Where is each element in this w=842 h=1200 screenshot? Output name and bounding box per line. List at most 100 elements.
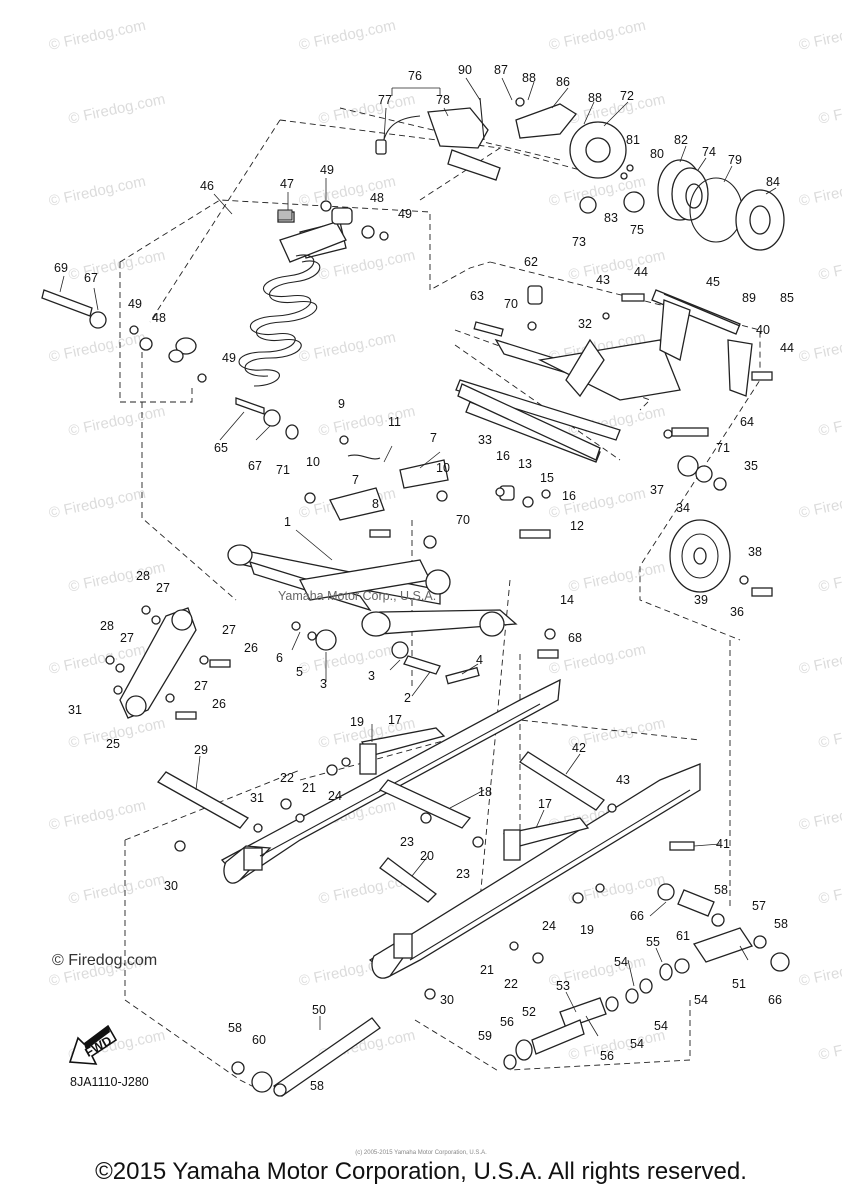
part-label: 42 — [572, 741, 586, 755]
part-label: 74 — [702, 145, 716, 159]
part-label: 5 — [296, 665, 303, 679]
part-label: 88 — [588, 91, 602, 105]
watermark-text: © Firedog.com — [67, 91, 167, 128]
part-label: 16 — [562, 489, 576, 503]
part-label: 30 — [164, 879, 178, 893]
tiny-credit: (c) 2005-2015 Yamaha Motor Corporation, … — [355, 1150, 487, 1156]
gear-housing-assembly — [375, 97, 785, 251]
front-arm-assembly — [227, 435, 559, 685]
part-label: 89 — [742, 291, 756, 305]
part-label: 3 — [320, 677, 327, 691]
part-label: 27 — [156, 581, 170, 595]
watermark-text: © Firedog.com — [567, 91, 667, 128]
part-label: 9 — [338, 397, 345, 411]
watermark-text: © Firedog.com — [817, 403, 842, 440]
part-label: 87 — [494, 63, 508, 77]
part-label: 56 — [600, 1049, 614, 1063]
part-label: 15 — [540, 471, 554, 485]
part-label: 59 — [478, 1029, 492, 1043]
part-label: 8 — [372, 497, 379, 511]
part-label: 27 — [120, 631, 134, 645]
part-label: 55 — [646, 935, 660, 949]
part-label: 44 — [634, 265, 648, 279]
slide-rail-assembly — [220, 678, 701, 979]
part-label: 37 — [650, 483, 664, 497]
part-label: 48 — [152, 311, 166, 325]
part-label: 67 — [248, 459, 262, 473]
part-label: 19 — [350, 715, 364, 729]
part-label: 36 — [730, 605, 744, 619]
part-label: 33 — [478, 433, 492, 447]
watermark-text: © Firedog.com — [317, 403, 417, 440]
diagram-code: 8JA1110-J280 — [70, 1075, 149, 1089]
part-label: 13 — [518, 457, 532, 471]
part-label: 38 — [748, 545, 762, 559]
part-label: 48 — [370, 191, 384, 205]
watermark-text: © Firedog.com — [797, 485, 842, 522]
watermark-text: © Firedog.com — [67, 247, 167, 284]
part-label: 4 — [476, 653, 483, 667]
part-label: 23 — [456, 867, 470, 881]
part-label: 16 — [496, 449, 510, 463]
part-label: 19 — [580, 923, 594, 937]
part-label: 1 — [284, 515, 291, 529]
part-label: 28 — [136, 569, 150, 583]
part-label: 73 — [572, 235, 586, 249]
part-label: 50 — [312, 1003, 326, 1017]
part-label: 43 — [596, 273, 610, 287]
part-label: 51 — [732, 977, 746, 991]
watermark-text: © Firedog.com — [797, 17, 842, 54]
watermark-text: © Firedog.com — [67, 871, 167, 908]
part-label: 23 — [400, 835, 414, 849]
watermark-text: © Firedog.com — [47, 641, 147, 678]
part-label: 28 — [100, 619, 114, 633]
part-label: 83 — [604, 211, 618, 225]
part-label: 10 — [306, 455, 320, 469]
part-number-labels: 76 77 78 90 87 88 86 88 72 81 82 80 74 7… — [54, 63, 794, 1093]
fwd-arrow-icon: FWD — [68, 1024, 118, 1065]
part-label: 65 — [214, 441, 228, 455]
part-label: 54 — [654, 1019, 668, 1033]
part-label: 52 — [522, 1005, 536, 1019]
watermark-text: © Firedog.com — [567, 247, 667, 284]
part-label: 58 — [714, 883, 728, 897]
part-label: 84 — [766, 175, 780, 189]
part-label: 7 — [352, 473, 359, 487]
part-label: 32 — [578, 317, 592, 331]
part-label: 61 — [676, 929, 690, 943]
part-label: 17 — [538, 797, 552, 811]
part-label: 7 — [430, 431, 437, 445]
part-label: 10 — [436, 461, 450, 475]
watermark-text: © Firedog.com — [567, 559, 667, 596]
label-sticker — [277, 209, 293, 221]
part-label: 49 — [320, 163, 334, 177]
corner-watermark: © Firedog.com — [52, 952, 158, 969]
watermark-text: © Firedog.com — [797, 797, 842, 834]
part-label: 40 — [756, 323, 770, 337]
part-label: 31 — [250, 791, 264, 805]
part-label: 58 — [310, 1079, 324, 1093]
copyright-notice: ©2015 Yamaha Motor Corporation, U.S.A. A… — [95, 1158, 747, 1185]
part-label: 2 — [404, 691, 411, 705]
part-label: 71 — [716, 441, 730, 455]
part-label: 72 — [620, 89, 634, 103]
part-label: 26 — [244, 641, 258, 655]
part-label: 82 — [674, 133, 688, 147]
rear-shock-absorber — [41, 200, 389, 387]
watermark-text: © Firedog.com — [817, 715, 842, 752]
part-label: 88 — [522, 71, 536, 85]
part-label: 27 — [222, 623, 236, 637]
part-label: 62 — [524, 255, 538, 269]
part-label: 45 — [706, 275, 720, 289]
watermark-text: © Firedog.com — [797, 173, 842, 210]
watermark-text: © Firedog.com — [67, 559, 167, 596]
part-label: 70 — [504, 297, 518, 311]
part-label: 24 — [328, 789, 342, 803]
part-label: 44 — [780, 341, 794, 355]
part-label: 80 — [650, 147, 664, 161]
part-label: 24 — [542, 919, 556, 933]
part-label: 20 — [420, 849, 434, 863]
watermark-text: © Firedog.com — [47, 173, 147, 210]
part-label: 31 — [68, 703, 82, 717]
